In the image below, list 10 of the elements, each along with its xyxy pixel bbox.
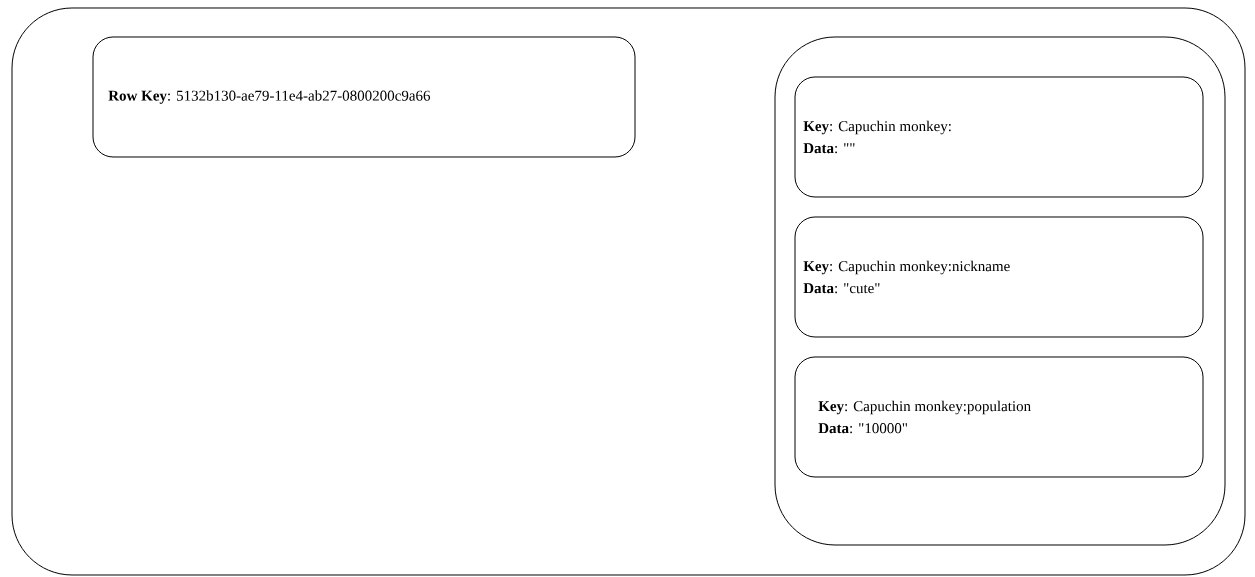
key-text: Row Key: 5132b130-ae79-11e4-ab27-0800200c9a66 bbox=[108, 90, 431, 104]
container-box bbox=[11, 7, 1246, 576]
record-box bbox=[794, 356, 1204, 478]
key-text: Key: Capuchin monkey:population Data: "10000" bbox=[818, 400, 1031, 434]
key-text: Key: Capuchin monkey:nickname Data: "cute" bbox=[803, 260, 1010, 294]
container-box bbox=[774, 36, 1226, 546]
key-box bbox=[92, 36, 636, 158]
key-text: Key: Capuchin monkey: Data: "" bbox=[803, 120, 951, 154]
record-box bbox=[794, 76, 1204, 198]
record-box bbox=[794, 216, 1204, 338]
